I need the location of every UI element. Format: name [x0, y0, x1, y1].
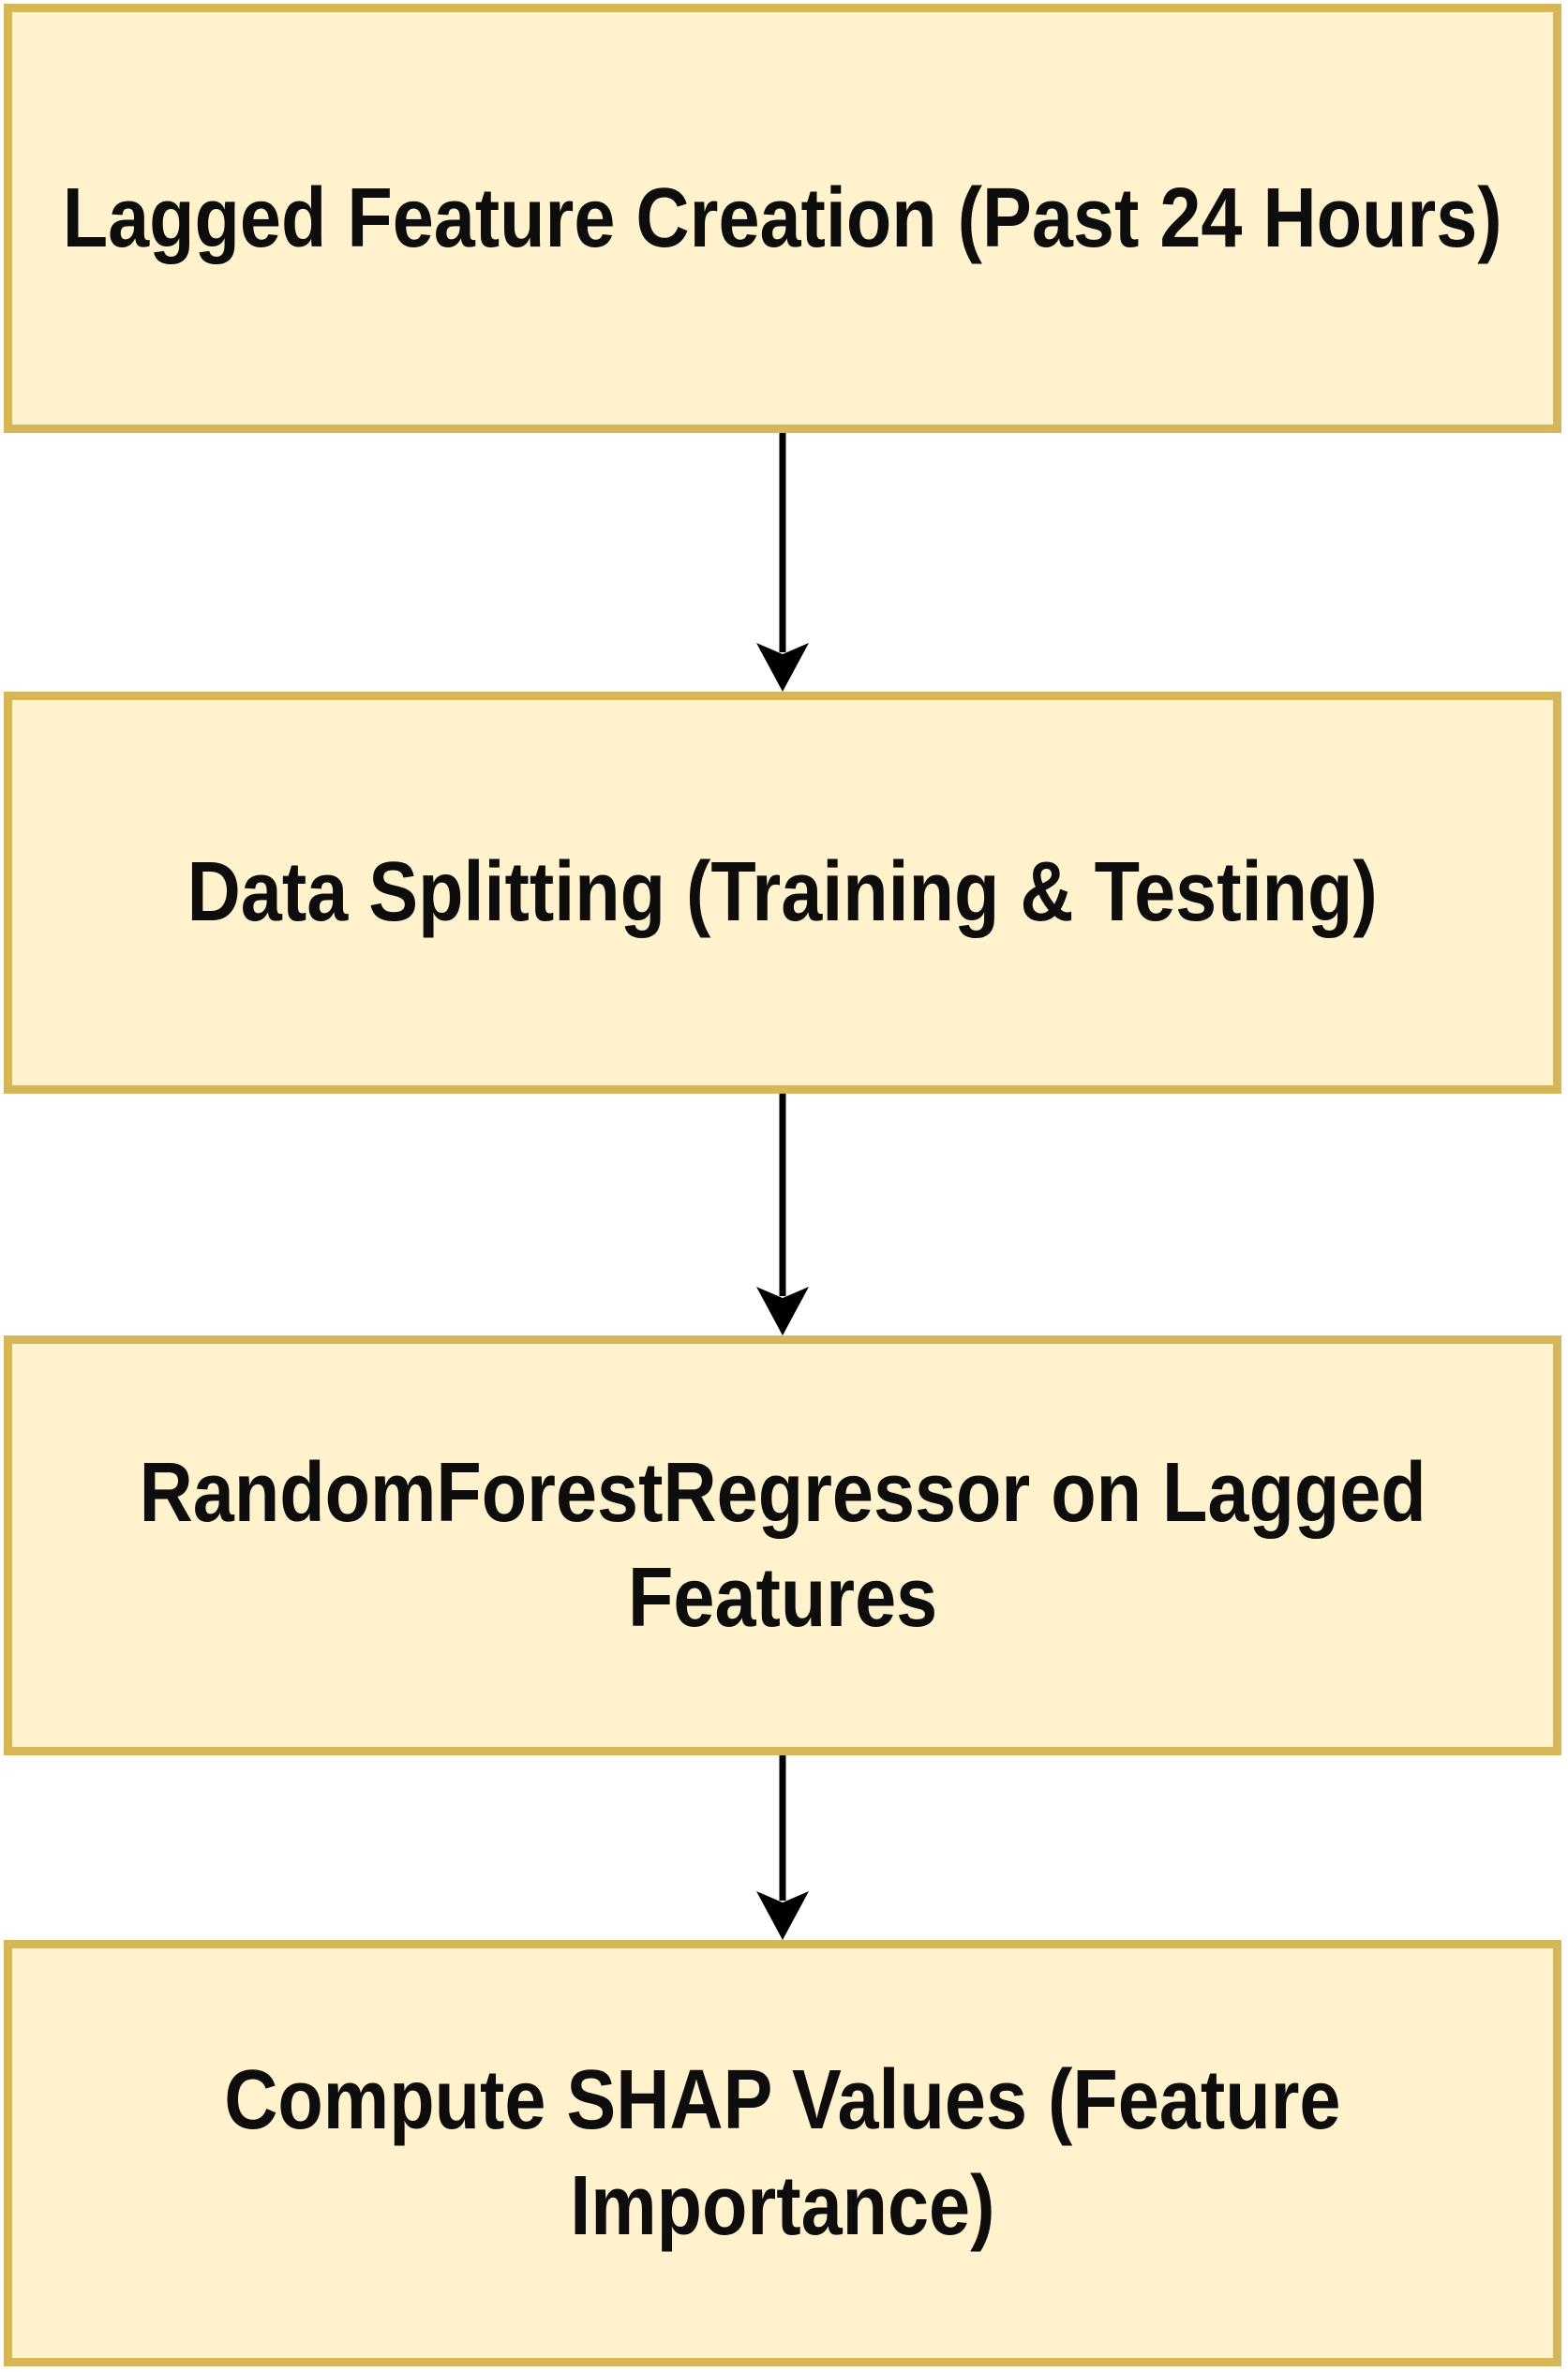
flow-step-label: RandomForestRegressor on Lagged Features [139, 1445, 1426, 1646]
flow-step-label: Compute SHAP Values (Feature Importance) [224, 2053, 1341, 2253]
arrow-down-connector [756, 1094, 809, 1335]
arrow-down-connector [756, 433, 809, 692]
flow-step-random-forest-regressor: RandomForestRegressor on Lagged Features [4, 1335, 1561, 1755]
flow-step-compute-shap-values: Compute SHAP Values (Feature Importance) [4, 1940, 1561, 2366]
flow-step-label: Lagged Feature Creation (Past 24 Hours) [63, 171, 1502, 265]
flow-step-data-splitting: Data Splitting (Training & Testing) [4, 692, 1561, 1094]
flow-step-label: Data Splitting (Training & Testing) [187, 845, 1379, 940]
flow-step-lagged-feature-creation: Lagged Feature Creation (Past 24 Hours) [4, 4, 1561, 433]
arrow-down-connector [756, 1755, 809, 1940]
